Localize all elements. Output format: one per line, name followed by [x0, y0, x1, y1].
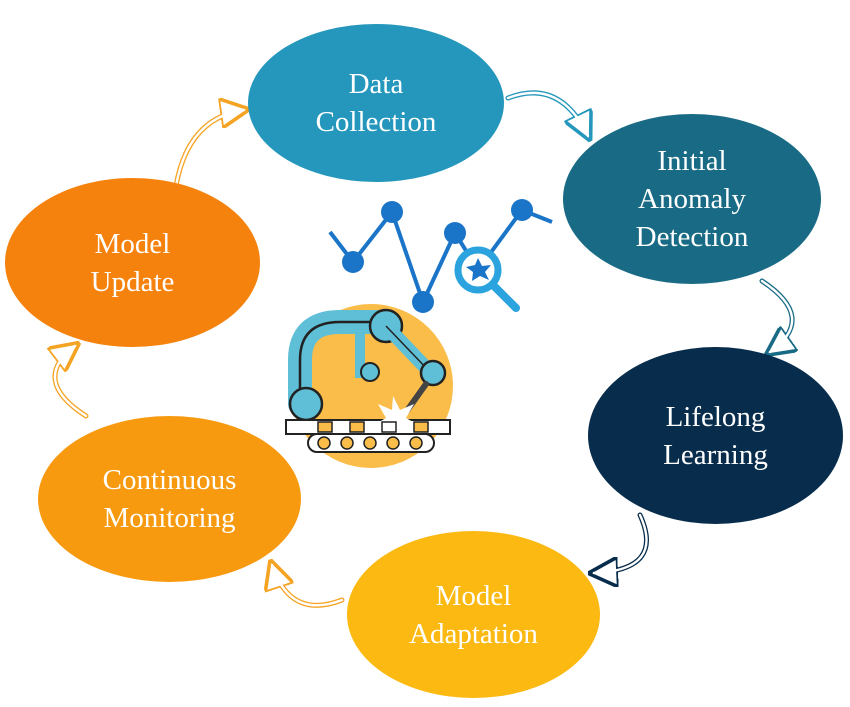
magnifier-anomaly-icon	[454, 246, 520, 312]
node-model-update: Model Update	[5, 178, 260, 347]
arrow-update-to-data	[173, 110, 244, 189]
node-label: Continuous Monitoring	[102, 464, 237, 534]
conveyor-belt-icon	[307, 421, 435, 453]
welding-spark-icon	[372, 396, 420, 442]
arrow-lifelong-to-adaptation	[594, 512, 649, 573]
node-label: Model Update	[90, 227, 175, 298]
node-label: Lifelong Learning	[663, 400, 768, 471]
node-label: Initial Anomaly Detection	[635, 145, 749, 253]
node-data-collection: Data Collection	[248, 24, 504, 182]
line-chart-icon	[328, 199, 553, 313]
node-initial-anomaly-detection: Initial Anomaly Detection	[563, 114, 821, 284]
node-lifelong-learning: Lifelong Learning	[588, 347, 843, 524]
node-continuous-monitoring: Continuous Monitoring	[38, 416, 301, 582]
node-label: Model Adaptation	[409, 579, 538, 650]
node-label: Data Collection	[315, 68, 437, 138]
node-model-adaptation: Model Adaptation	[347, 531, 600, 698]
